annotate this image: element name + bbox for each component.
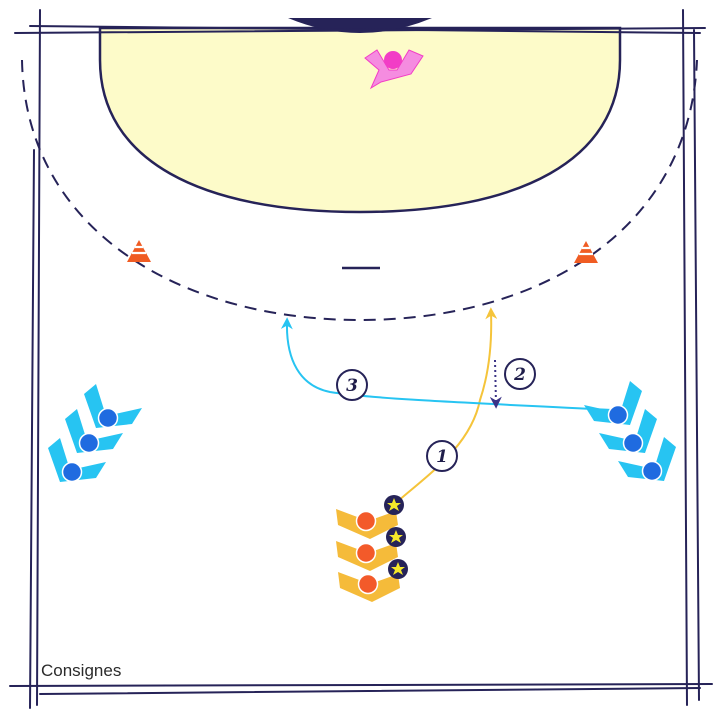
goalkeeper-icon xyxy=(364,49,424,90)
step-number-1: 1 xyxy=(436,447,448,467)
defender-icon xyxy=(599,409,657,454)
defender-icon xyxy=(48,438,106,483)
attacker-icon xyxy=(338,572,400,602)
defender-icon xyxy=(618,437,676,482)
step-badge-2: 2 xyxy=(504,358,536,390)
consignes-label[interactable]: Consignes xyxy=(41,661,122,680)
defender-icon xyxy=(84,384,142,429)
free-throw-line xyxy=(21,59,698,322)
step-number-2: 2 xyxy=(513,365,526,385)
step-badge-1: 1 xyxy=(426,440,458,472)
ball-icon xyxy=(386,527,406,547)
pass-arrow-3 xyxy=(280,317,613,411)
move-arrow-2 xyxy=(489,359,502,409)
cone-icon xyxy=(574,241,598,263)
defender-icon xyxy=(65,409,123,454)
defender-group-right xyxy=(584,381,676,482)
ball-icon xyxy=(388,559,408,579)
cone-icon xyxy=(127,240,151,262)
run-arrow-1 xyxy=(387,307,498,511)
ball-icon xyxy=(384,495,404,515)
step-badge-3: 3 xyxy=(336,369,368,401)
court-boundary xyxy=(9,9,713,709)
step-number-3: 3 xyxy=(346,376,358,396)
attacker-icon xyxy=(336,541,398,571)
attacker-group xyxy=(336,495,408,602)
defender-group-left xyxy=(48,384,142,483)
goal-area xyxy=(98,26,622,214)
attacker-icon xyxy=(336,509,398,539)
defender-icon xyxy=(584,381,642,426)
